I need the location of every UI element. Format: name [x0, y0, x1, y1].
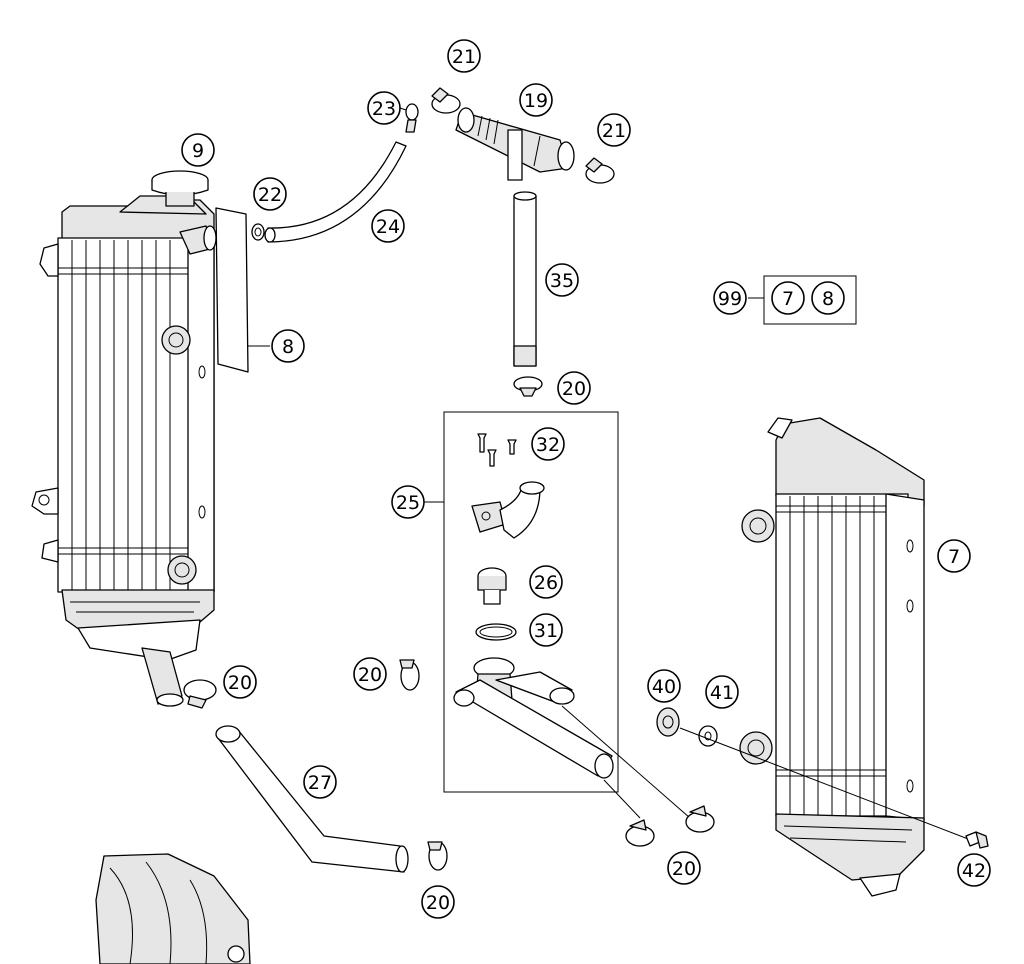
svg-text:20: 20	[562, 378, 586, 400]
callout-20-left-box: 20	[353, 657, 387, 691]
lower-radiator-hose	[215, 725, 409, 873]
svg-text:31: 31	[534, 620, 558, 642]
hose-clamp-20c-right	[685, 805, 715, 833]
mounting-bolt	[965, 831, 989, 849]
fuel-tank-partial	[95, 853, 251, 964]
callout-7: 7	[937, 539, 971, 573]
callout-21-right: 21	[597, 113, 631, 147]
svg-text:35: 35	[550, 270, 574, 292]
callout-41: 41	[705, 675, 739, 709]
callout-21-top: 21	[447, 39, 481, 73]
coolant-tube	[513, 191, 537, 367]
callout-40: 40	[647, 669, 681, 703]
svg-text:20: 20	[672, 858, 696, 880]
svg-text:32: 32	[536, 434, 560, 456]
thermostat-housing	[453, 657, 614, 779]
hose-clamp-20b	[399, 659, 420, 691]
overflow-hose	[264, 141, 407, 243]
svg-text:19: 19	[524, 90, 548, 112]
callout-99: 99	[713, 281, 747, 315]
callout-23: 23	[367, 91, 401, 125]
kit-box	[763, 275, 857, 325]
svg-text:22: 22	[258, 184, 282, 206]
svg-text:24: 24	[376, 216, 400, 238]
svg-text:23: 23	[372, 98, 396, 120]
rubber-bushing	[656, 707, 680, 737]
callout-8: 8	[271, 329, 305, 363]
radiator-cap	[151, 170, 209, 207]
svg-text:27: 27	[308, 772, 332, 794]
hose-clamp-20a	[513, 376, 543, 397]
callout-99-item-8: 8	[811, 281, 845, 315]
svg-text:26: 26	[534, 572, 558, 594]
thermostat-assembly-frame	[443, 411, 619, 793]
svg-text:9: 9	[192, 140, 204, 162]
callout-99-item-7: 7	[771, 281, 805, 315]
callout-9: 9	[181, 133, 215, 167]
callout-26: 26	[529, 565, 563, 599]
svg-text:20: 20	[228, 672, 252, 694]
svg-text:8: 8	[282, 336, 294, 358]
callout-31: 31	[529, 613, 563, 647]
callout-32: 32	[531, 427, 565, 461]
svg-text:7: 7	[782, 288, 794, 310]
thermostat	[477, 567, 507, 605]
svg-text:25: 25	[396, 492, 420, 514]
hose-clamp-21a	[431, 87, 461, 114]
left-radiator	[31, 195, 217, 707]
callout-19: 19	[519, 83, 553, 117]
callout-27: 27	[303, 765, 337, 799]
callout-20-bottom: 20	[421, 885, 455, 919]
hose-clamp-20d	[183, 679, 217, 709]
right-radiator	[739, 417, 925, 897]
thermostat-housing-cover	[471, 481, 545, 539]
hose-clamp-20e	[427, 841, 448, 871]
hose-clamp-21b	[585, 157, 615, 184]
svg-text:99: 99	[718, 288, 742, 310]
hose-connector-y-piece	[455, 107, 575, 181]
svg-text:21: 21	[602, 120, 626, 142]
callout-22: 22	[253, 177, 287, 211]
callout-35: 35	[545, 263, 579, 297]
svg-text:20: 20	[426, 892, 450, 914]
callout-25: 25	[391, 485, 425, 519]
radiator-protection-plate	[215, 207, 270, 373]
o-ring	[475, 623, 517, 641]
small-hose-clamp-top	[405, 103, 419, 133]
screws	[477, 433, 517, 467]
small-hose-clamp	[251, 223, 265, 241]
callout-20-under-tube: 20	[557, 371, 591, 405]
svg-text:40: 40	[652, 676, 676, 698]
callout-20-bottom-right: 20	[667, 851, 701, 885]
svg-text:41: 41	[710, 682, 734, 704]
hose-clamp-20c-left	[625, 819, 655, 847]
svg-text:20: 20	[358, 664, 382, 686]
callout-42: 42	[957, 853, 991, 887]
svg-text:8: 8	[822, 288, 834, 310]
callout-24: 24	[371, 209, 405, 243]
svg-text:7: 7	[948, 546, 960, 568]
callout-20-left-radiator: 20	[223, 665, 257, 699]
svg-text:21: 21	[452, 46, 476, 68]
svg-text:42: 42	[962, 860, 986, 882]
